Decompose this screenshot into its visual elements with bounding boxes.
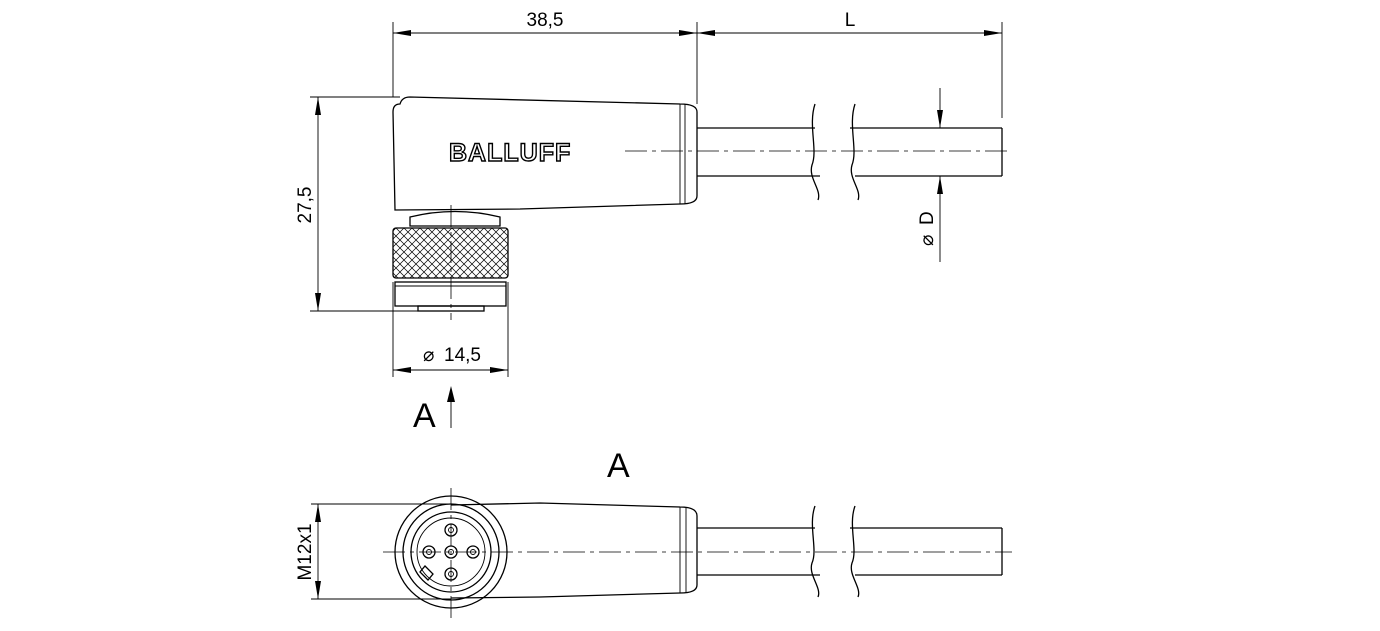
dimension-width: 38,5 <box>392 10 698 104</box>
view-title: A <box>607 447 630 485</box>
knurled-nut <box>392 227 509 279</box>
dimension-length-label: L <box>845 10 856 31</box>
view-marker-label: A <box>413 397 436 435</box>
brand-logo: BALLUFF <box>449 139 571 167</box>
connector-body <box>392 96 698 211</box>
dimension-cable-diameter-label: D <box>917 211 938 225</box>
cable <box>697 103 1003 201</box>
view-a <box>383 488 1012 618</box>
dimension-thread-label: M12x1 <box>295 523 316 580</box>
cable-diameter-symbol: ⌀ <box>917 235 938 246</box>
dimension-height: 27,5 <box>295 96 418 312</box>
dimension-height-label: 27,5 <box>295 187 316 224</box>
dimension-width-label: 38,5 <box>527 10 564 31</box>
dimension-length: L <box>697 10 1003 118</box>
view-marker: A <box>413 386 455 435</box>
dimension-thread: M12x1 <box>295 503 451 600</box>
dimension-diameter-label: 14,5 <box>444 345 481 366</box>
diameter-symbol: ⌀ <box>423 345 434 366</box>
side-view: BALLUFF <box>392 96 1012 320</box>
dimension-cable-diameter: ⌀ D <box>917 88 943 262</box>
dimension-diameter: ⌀ 14,5 <box>392 282 509 377</box>
